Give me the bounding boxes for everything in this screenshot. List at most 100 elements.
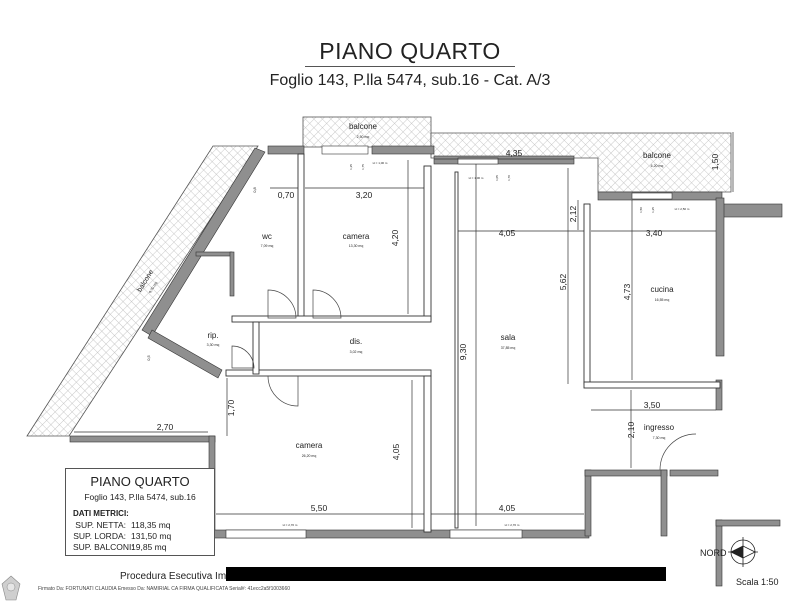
procedure-label: Procedura Esecutiva Immobiliare [120,571,267,582]
info-row-value: 19,85 mq [131,542,167,552]
window-height-label: H = 2,50 m [675,207,690,211]
info-row-label: SUP. BALCONI: [73,542,134,552]
page-subtitle: Foglio 143, P.lla 5474, sub.16 - Cat. A/… [269,72,551,89]
window-width-label: 1,25 [651,207,655,213]
dimension-label: 3,40 [646,228,663,238]
info-heading: DATI METRICI: [73,509,129,518]
wall-bottom-left-top [69,435,216,443]
north-arrow [728,537,758,567]
door-wc [267,289,297,319]
window-height-label: H = 1,00 m [469,176,484,180]
window-width-label: 1,25 [349,164,353,170]
redaction-bar [226,567,666,581]
window-cucina [631,192,673,200]
dimension-label: 2,10 [626,421,636,438]
balcone-top-area [302,116,432,148]
wall-diagonal-lower [147,329,223,379]
window-width-label: 1,50 [639,207,643,213]
metric-data-box: PIANO QUARTO Foglio 143, P.lla 5474, sub… [65,468,215,556]
wall-bottom-right-side [660,469,668,537]
dimension-label: 4,20 [390,229,400,246]
wall-cucina-left [583,203,591,385]
wall-right [715,197,725,357]
info-row: SUP. NETTA:118,35 mq [73,520,170,530]
room-area: 6,20 mq [651,164,664,168]
dimension-label: 1,50 [710,153,720,170]
room-area: 3,02 mq [350,350,363,354]
room-name: balcone [643,151,672,160]
room-area: 13,30 mq [349,244,364,248]
door-camera2 [267,375,299,407]
dimension-label: 5,50 [311,503,328,513]
room-name: camera [343,232,370,241]
info-row-label: SUP. LORDA: [73,531,126,541]
dimension-label: 3,20 [356,190,373,200]
room-name: cucina [650,285,674,294]
wall-niche-side [229,251,235,297]
window-sala-bottom [449,529,523,539]
wall-rip [252,321,260,375]
room-name: camera [296,441,323,450]
wall-top-right [433,155,575,165]
wall-ingresso-right [669,469,719,477]
wall-depth-label: 0,5 [146,354,151,360]
window-width-label: 1,75 [361,164,365,170]
window-height-label: H = 2,70 m [283,523,298,527]
dimension-label: 1,70 [226,399,236,416]
window-camera1 [321,145,369,155]
wall-bottom-right-top [584,469,668,477]
room-area: 6,70 mq [148,281,158,294]
room-area: 3,30 mq [207,343,220,347]
wall-cucina-bottom [583,381,721,389]
window-height-label: H = 2,70 m [505,523,520,527]
dimension-label: 4,05 [499,228,516,238]
room-area: 2,50 mq [357,135,370,139]
dimension-label: 4,05 [499,503,516,513]
dimension-label: 5,62 [558,273,568,290]
info-title: PIANO QUARTO [90,474,190,489]
wall-wc-camera [297,153,305,321]
dimension-label: 0,70 [278,190,295,200]
info-subtitle: Foglio 143, P.lla 5474, sub.16 [84,492,196,502]
wall-right-bottom-ext [715,519,781,527]
dimension-label: 4,73 [622,283,632,300]
wall-corridor-upper [231,315,432,323]
wall-right-lower [715,379,723,411]
room-area: 37,85 mq [501,346,516,350]
room-name: dis. [350,337,362,346]
door-rip [231,345,255,369]
info-row-label: SUP. NETTA: [75,520,126,530]
title-underline [305,66,515,67]
wall-depth-label: 0,8 [252,186,257,192]
wall-camera-sala [423,165,432,321]
room-area: 16,55 mq [655,298,670,302]
room-area: 7,09 mq [261,244,274,248]
info-row: SUP. BALCONI:19,85 mq [73,542,166,552]
window-camera2 [225,529,307,539]
window-width-label: 1,70 [507,175,511,181]
wall-small-niche [195,251,233,257]
wall-sala-column [454,171,459,529]
north-label: NORD [700,548,727,558]
room-name: sala [501,333,516,342]
wall-bottom-right-box [584,469,592,537]
window-width-label: 1,05 [495,175,499,181]
room-name: ingresso [644,423,675,432]
dimension-label: 3,50 [644,400,661,410]
page-title: PIANO QUARTO [319,38,501,64]
room-area: 7,30 mq [653,436,666,440]
dimension-label: 2,12 [568,205,578,222]
door-ingresso [659,433,697,471]
room-area: 26,20 mq [302,454,317,458]
room-name: wc [261,232,272,241]
info-row: SUP. LORDA:131,50 mq [73,531,171,541]
window-sala [457,157,499,165]
scale-label: Scala 1:50 [736,577,779,587]
dimension-label: 4,05 [391,443,401,460]
signature-seal-icon [1,575,21,601]
door-camera1 [312,289,342,319]
digital-signature-text: Firmato Da: FORTUNATI CLAUDIA Emesso Da:… [38,586,291,592]
dimension-label: 4,35 [506,148,523,158]
wall-right-stub [721,203,783,218]
